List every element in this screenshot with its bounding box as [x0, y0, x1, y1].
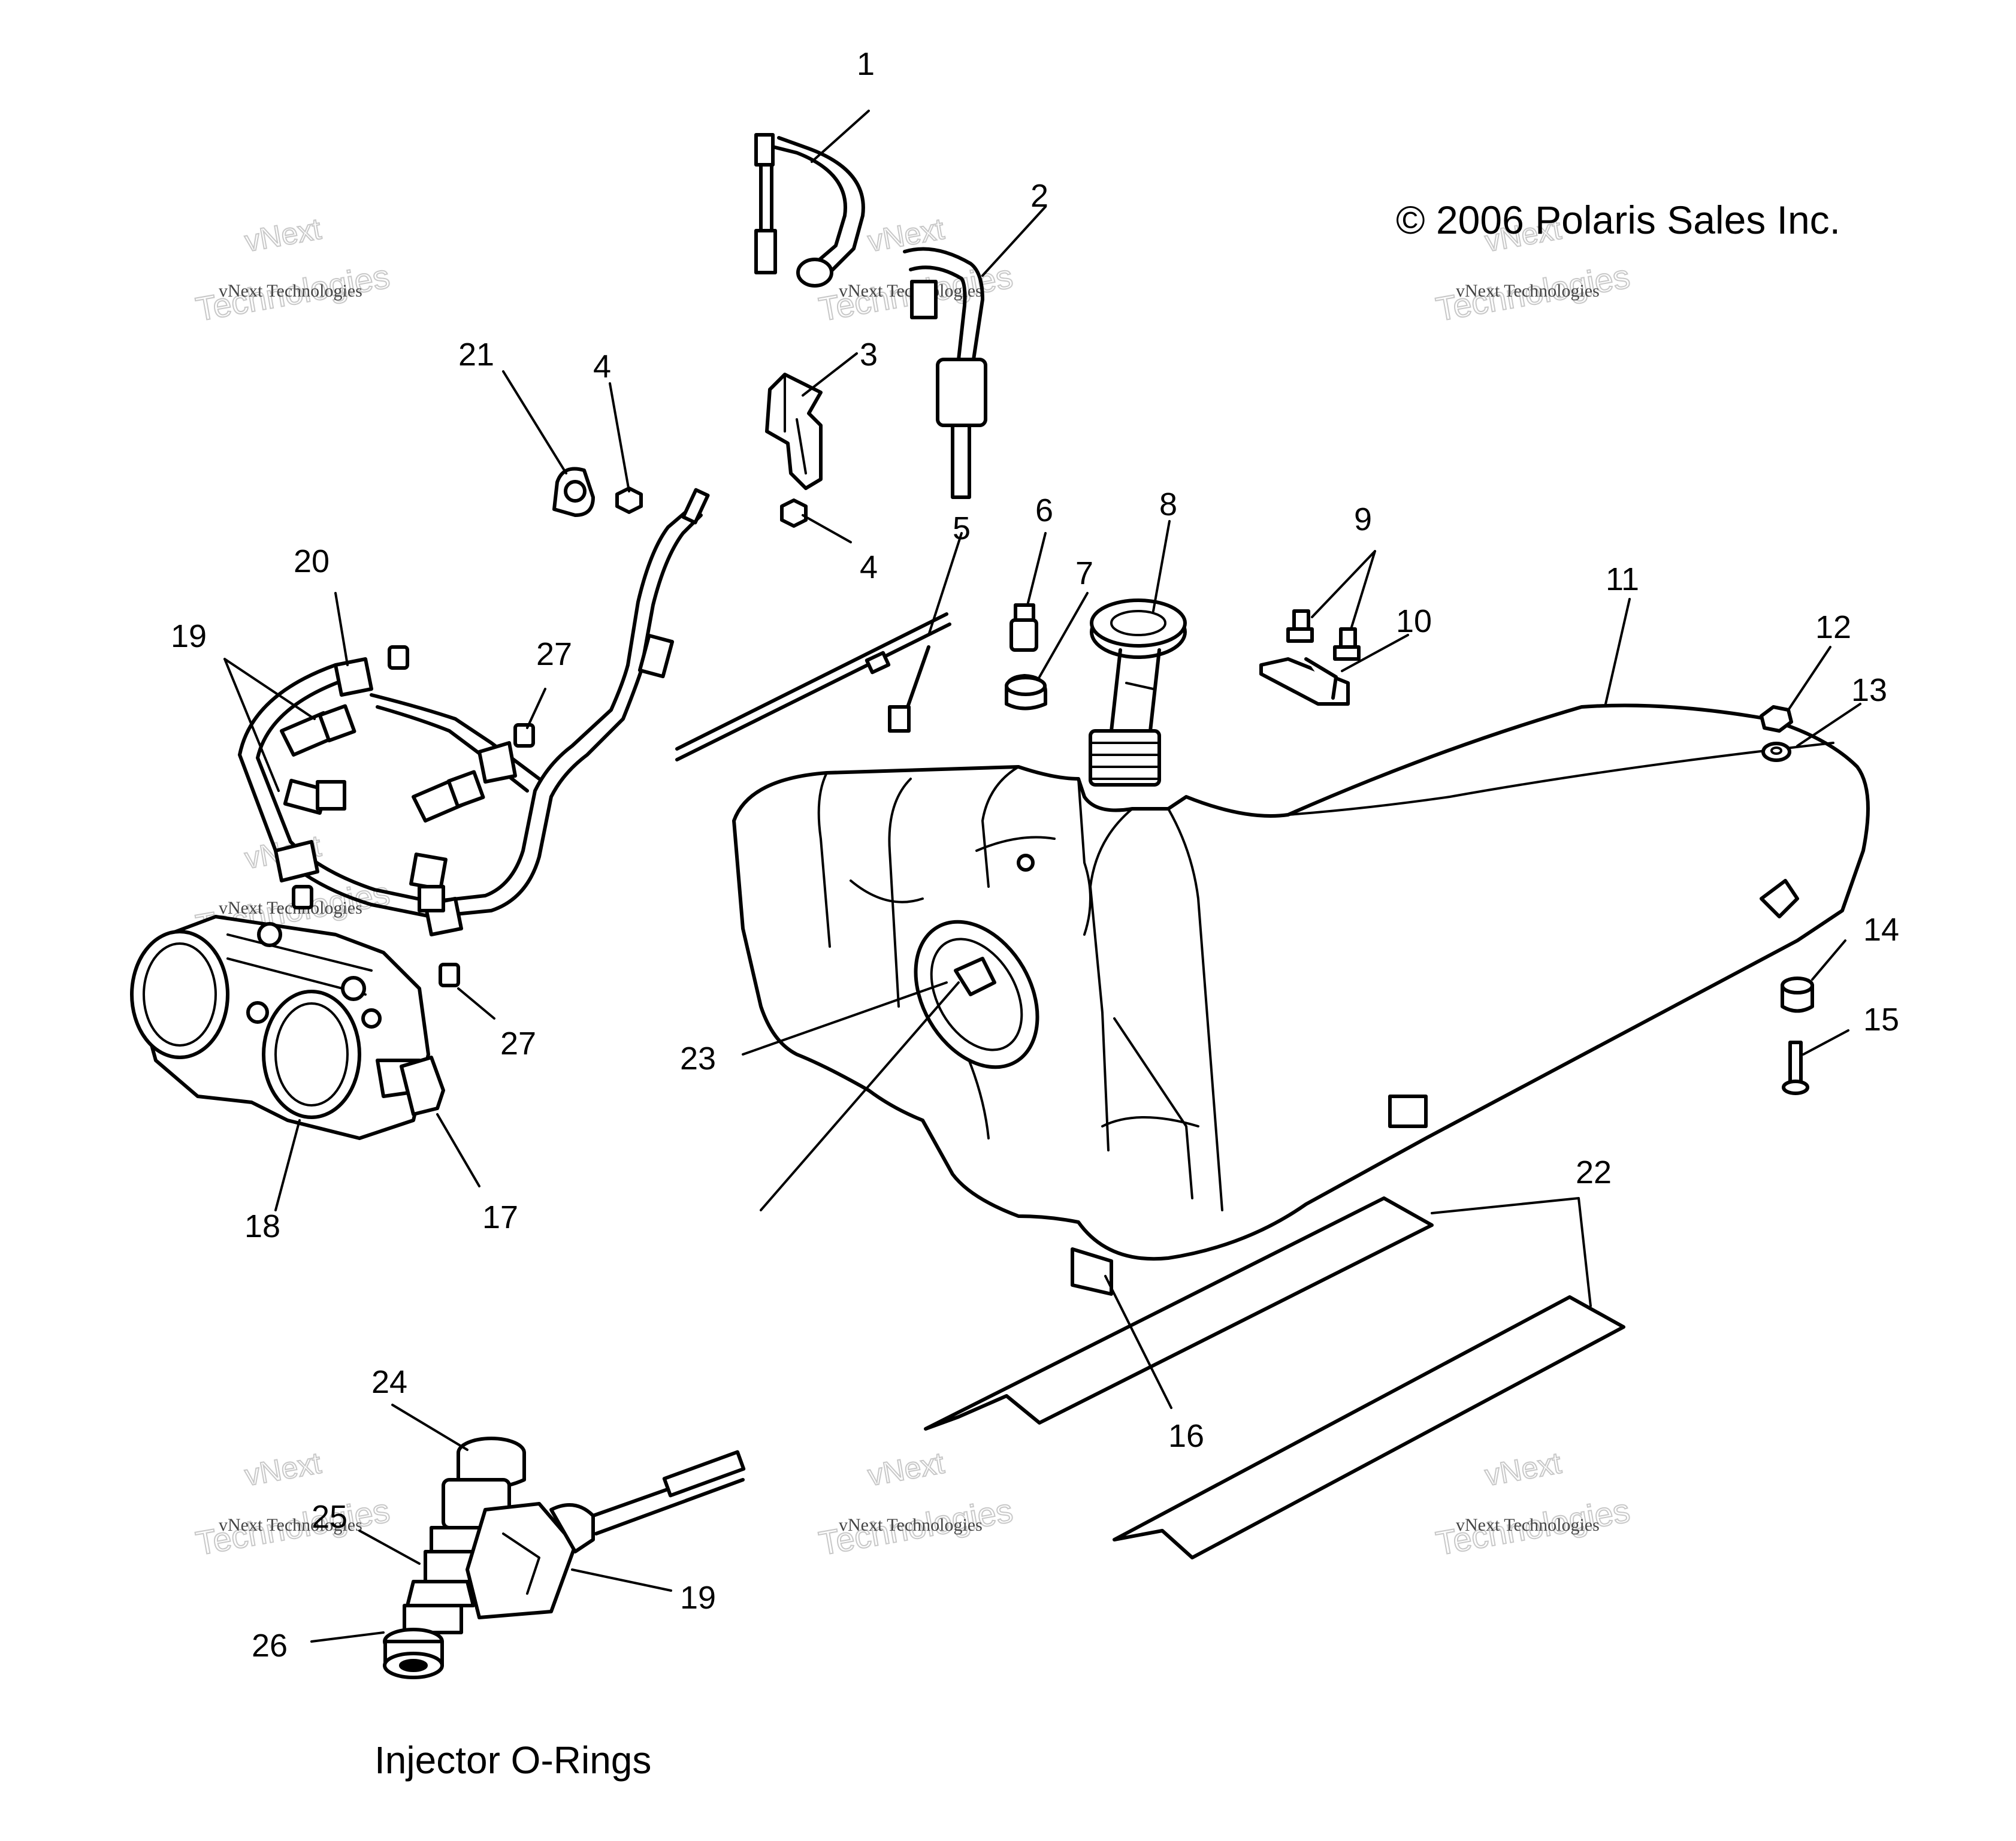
part-injector-19c: [412, 770, 485, 823]
watermark: vNext Technologies: [192, 211, 393, 329]
callout-27b: 27: [500, 1026, 536, 1062]
part-fuel-rail-20: [238, 488, 710, 936]
callout-24: 24: [371, 1364, 407, 1400]
part-heat-shield-22a: [924, 1196, 1434, 1431]
callout-12: 12: [1815, 609, 1851, 645]
watermark: vNext Technologies: [219, 1515, 362, 1535]
part-plate-10: [1259, 657, 1350, 706]
callout-17: 17: [482, 1199, 518, 1235]
callout-8: 8: [1159, 486, 1177, 522]
part-injector-19d: [409, 853, 448, 912]
part-sensor-17: [400, 1056, 445, 1116]
part-fuel-filter-2: [903, 247, 987, 499]
svg-text:vNext: vNext: [865, 1446, 947, 1492]
part-injector-19a: [280, 704, 356, 757]
callout-18: 18: [244, 1208, 280, 1244]
part-bushing-14: [1781, 977, 1814, 1013]
part-fuel-cap-8: [1090, 598, 1187, 733]
watermark: vNext Technologies: [219, 898, 362, 918]
callout-27a: 27: [536, 636, 572, 672]
part-screw-27b: [513, 723, 535, 748]
watermark: vNext Technologies: [1456, 281, 1600, 301]
part-clamp-21: [552, 467, 595, 517]
callout-20: 20: [294, 543, 330, 579]
callout-22: 22: [1576, 1154, 1612, 1190]
part-screw-27a: [388, 645, 409, 670]
injector-orings-caption: Injector O-Rings: [374, 1739, 651, 1782]
callout-4a: 4: [593, 349, 611, 385]
callout-15: 15: [1863, 1002, 1899, 1038]
callout-1: 1: [857, 46, 875, 82]
callout-4b: 4: [860, 549, 878, 585]
part-vent-tube-5: [675, 612, 951, 761]
part-nut-12: [1760, 705, 1793, 733]
watermark: vNext Technologies: [192, 1446, 393, 1563]
callout-9: 9: [1354, 501, 1372, 537]
callout-3: 3: [860, 337, 878, 373]
part-valve-6: [1009, 603, 1038, 652]
svg-text:vNext: vNext: [1482, 1446, 1564, 1492]
part-screw-27c: [439, 963, 460, 987]
watermark: vNext Technologies: [1456, 1515, 1600, 1535]
part-washer-13: [1761, 742, 1791, 762]
part-oring-26: [383, 1628, 444, 1679]
part-pad-16: [1071, 1247, 1113, 1296]
part-fuel-tank-11: [732, 703, 1870, 1261]
callout-13: 13: [1851, 672, 1887, 708]
part-heat-shield-22b: [1113, 1295, 1625, 1559]
callout-5: 5: [953, 510, 971, 546]
callout-6: 6: [1035, 492, 1053, 528]
callout-labels: 1 2 3 4 4 5 6 7 8 9 10 11 12 13 14 15 16…: [171, 46, 1899, 1664]
callout-2: 2: [1030, 178, 1048, 214]
watermark: vNext Technologies: [839, 1515, 983, 1535]
callout-19a: 19: [171, 618, 207, 654]
callout-11: 11: [1606, 561, 1639, 597]
callout-16: 16: [1168, 1418, 1204, 1454]
part-throttle-body-18: [130, 915, 430, 1140]
part-grommet-7: [1005, 674, 1047, 711]
copyright-notice: © 2006 Polaris Sales Inc.: [1396, 198, 1840, 242]
leader-lines: [223, 110, 1861, 1643]
part-screw-27d: [292, 885, 313, 909]
callout-14: 14: [1863, 912, 1899, 948]
watermark: vNext Technologies: [219, 281, 362, 301]
part-injector-detail: [403, 1437, 746, 1634]
part-fuel-pump-23: [760, 920, 1039, 1211]
callout-25: 25: [312, 1499, 347, 1535]
part-fuel-line-1: [754, 133, 865, 288]
part-screw-9a: [1286, 609, 1314, 643]
watermark: vNext Technologies: [815, 1446, 1016, 1563]
callout-23: 23: [680, 1041, 716, 1077]
callout-10: 10: [1396, 603, 1432, 639]
part-bolt-15: [1782, 1041, 1809, 1095]
callout-26: 26: [252, 1628, 288, 1664]
callout-21: 21: [458, 337, 494, 373]
svg-text:vNext: vNext: [242, 212, 324, 258]
part-screw-9b: [1333, 627, 1361, 661]
callout-7: 7: [1075, 555, 1093, 591]
part-bolt-4b: [780, 498, 808, 528]
part-injector-19b: [283, 778, 346, 815]
callout-19b: 19: [680, 1580, 716, 1616]
part-bracket-3: [765, 373, 823, 490]
svg-text:vNext: vNext: [242, 1446, 324, 1492]
watermark: vNext Technologies: [1432, 1446, 1633, 1563]
